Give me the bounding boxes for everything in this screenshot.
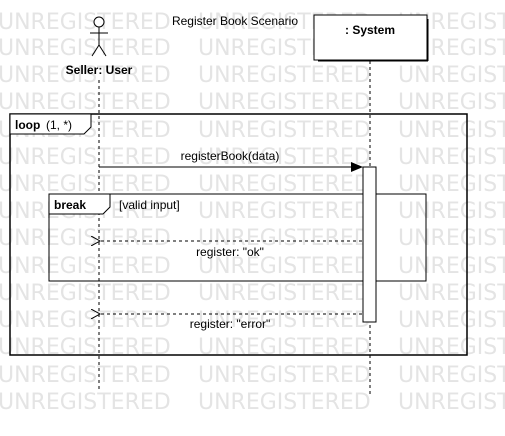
watermark-text: UNREGISTERED (198, 226, 371, 251)
watermark-text: UNREGISTERED (198, 254, 371, 279)
watermark-text: UNREGISTERED (0, 363, 171, 388)
watermark-text: UNREGISTERED (398, 226, 505, 251)
message-register-book-label: registerBook(data) (181, 149, 280, 163)
watermark-layer: UNREGISTERED UNREGISTERED UNREGISTERED U… (0, 10, 505, 415)
break-fragment (48, 193, 427, 282)
system-activation-bar (362, 166, 377, 323)
watermark-text: UNREGISTERED (398, 363, 505, 388)
watermark-text: UNREGISTERED (398, 199, 505, 224)
actor-icon (90, 16, 108, 57)
watermark-text: UNREGISTERED (198, 118, 371, 143)
watermark-text: UNREGISTERED (398, 145, 505, 170)
watermark-text: UNREGISTERED (0, 390, 171, 415)
watermark-text: UNREGISTERED (398, 63, 505, 88)
watermark-text: UNREGISTERED (398, 254, 505, 279)
break-guard: [valid input] (119, 198, 180, 212)
watermark-text: UNREGISTERED (398, 335, 505, 360)
watermark-text: UNREGISTERED (198, 281, 371, 306)
watermark-text: UNREGISTERED (198, 63, 371, 88)
watermark-text: UNREGISTERED (0, 90, 171, 115)
watermark-text: UNREGISTERED (0, 172, 171, 197)
system-lifeline-head (313, 14, 428, 61)
reply-error-label: register: "error" (190, 317, 271, 331)
watermark-text: UNREGISTERED (398, 90, 505, 115)
actor-label: Seller: User (66, 63, 133, 77)
watermark-text: UNREGISTERED (0, 254, 171, 279)
watermark-text: UNREGISTERED (398, 281, 505, 306)
watermark-text: UNREGISTERED (0, 308, 171, 333)
loop-keyword: loop (15, 118, 40, 132)
watermark-text: UNREGISTERED (198, 90, 371, 115)
watermark-text: UNREGISTERED (198, 172, 371, 197)
system-label: : System (345, 23, 395, 37)
watermark-text: UNREGISTERED (0, 36, 171, 61)
watermark-text: UNREGISTERED (0, 335, 171, 360)
watermark-text: UNREGISTERED (0, 63, 171, 88)
loop-fragment (9, 113, 468, 356)
watermark-text: UNREGISTERED (198, 145, 371, 170)
watermark-text: UNREGISTERED (198, 199, 371, 224)
reply-ok-label: register: "ok" (196, 245, 264, 259)
watermark-text: UNREGISTERED (0, 226, 171, 251)
watermark-text: UNREGISTERED (198, 363, 371, 388)
watermark-text: UNREGISTERED (0, 281, 171, 306)
break-fragment-tab (48, 193, 111, 215)
diagram-title: Register Book Scenario (172, 14, 298, 28)
break-keyword: break (54, 198, 86, 212)
loop-fragment-tab (9, 113, 92, 135)
watermark-text: UNREGISTERED (198, 390, 371, 415)
watermark-text: UNREGISTERED (398, 172, 505, 197)
watermark-text: UNREGISTERED (198, 308, 371, 333)
watermark-text: UNREGISTERED (398, 390, 505, 415)
watermark-text: UNREGISTERED (398, 308, 505, 333)
watermark-text: UNREGISTERED (398, 118, 505, 143)
watermark-text: UNREGISTERED (0, 10, 171, 35)
loop-guard: (1, *) (46, 118, 72, 132)
watermark-text: UNREGISTERED (0, 145, 171, 170)
watermark-text: UNREGISTERED (198, 335, 371, 360)
